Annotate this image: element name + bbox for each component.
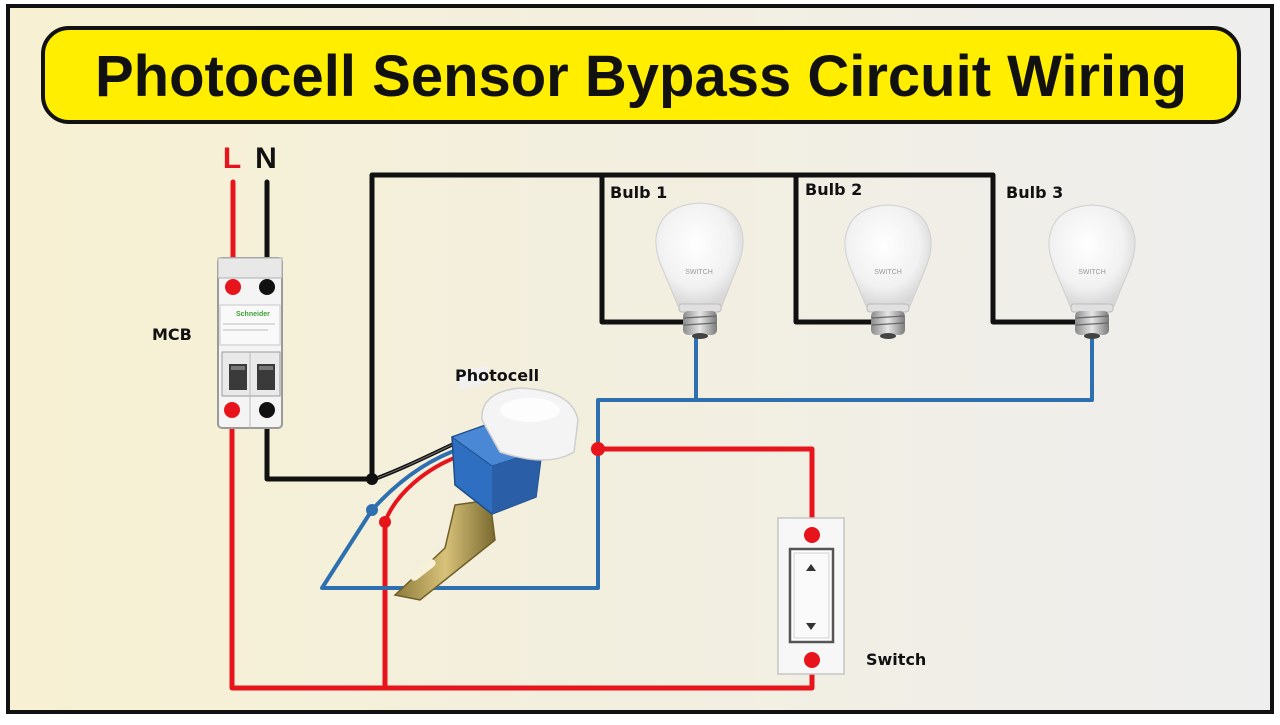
bulb1-brand: SWITCH: [685, 269, 713, 276]
switch-up-arrow-icon: [806, 564, 816, 571]
blue-junction: [366, 504, 378, 516]
switch-down-arrow-icon: [806, 623, 816, 630]
switch-bottom-terminal: [804, 652, 820, 668]
title-box: [41, 26, 1241, 124]
switch-junction: [591, 442, 605, 456]
mcb-toggle-left[interactable]: [229, 364, 247, 390]
junction-dots: [366, 442, 605, 528]
neutral-bulb1-wire: [599, 172, 693, 325]
bulb-2: SWITCH: [844, 204, 932, 339]
switch-top-terminal: [804, 527, 820, 543]
bulb1-label: Bulb 1: [610, 183, 667, 202]
wall-switch: [777, 517, 845, 675]
bulb2-brand: SWITCH: [874, 269, 902, 276]
bulb2-label: Bulb 2: [805, 180, 862, 199]
title-banner: Photocell Sensor Bypass Circuit Wiring: [41, 26, 1241, 124]
photocell-label: Photocell: [455, 366, 539, 385]
page-title: Photocell Sensor Bypass Circuit Wiring: [95, 44, 1187, 109]
neutral-junction: [366, 473, 378, 485]
switched-lamp-wire: [320, 334, 1094, 590]
switch-output-wire: [595, 446, 815, 538]
mcb-live-in-terminal: [225, 279, 241, 295]
mcb-live-out-terminal: [224, 402, 240, 418]
mcb-neutral-in-terminal: [259, 279, 275, 295]
bulb3-label: Bulb 3: [1006, 183, 1063, 202]
bulb-1: SWITCH: [655, 202, 744, 339]
live-label: L: [223, 142, 241, 175]
mcb-brand-label: Schneider: [236, 311, 270, 318]
mcb-toggle-right[interactable]: [257, 364, 275, 390]
bulb-3: SWITCH: [1048, 204, 1136, 339]
mcb-neutral-out-terminal: [259, 402, 275, 418]
neutral-label: N: [255, 142, 277, 175]
mcb-breaker: Schneider: [217, 257, 283, 429]
photocell-sensor: [393, 365, 579, 601]
switch-label: Switch: [866, 650, 926, 669]
neutral-bulb2-wire: [793, 172, 883, 325]
bulb3-brand: SWITCH: [1078, 269, 1106, 276]
red-junction: [379, 516, 391, 528]
neutral-bus-wire: [264, 172, 1085, 482]
mcb-label: MCB: [152, 325, 192, 344]
